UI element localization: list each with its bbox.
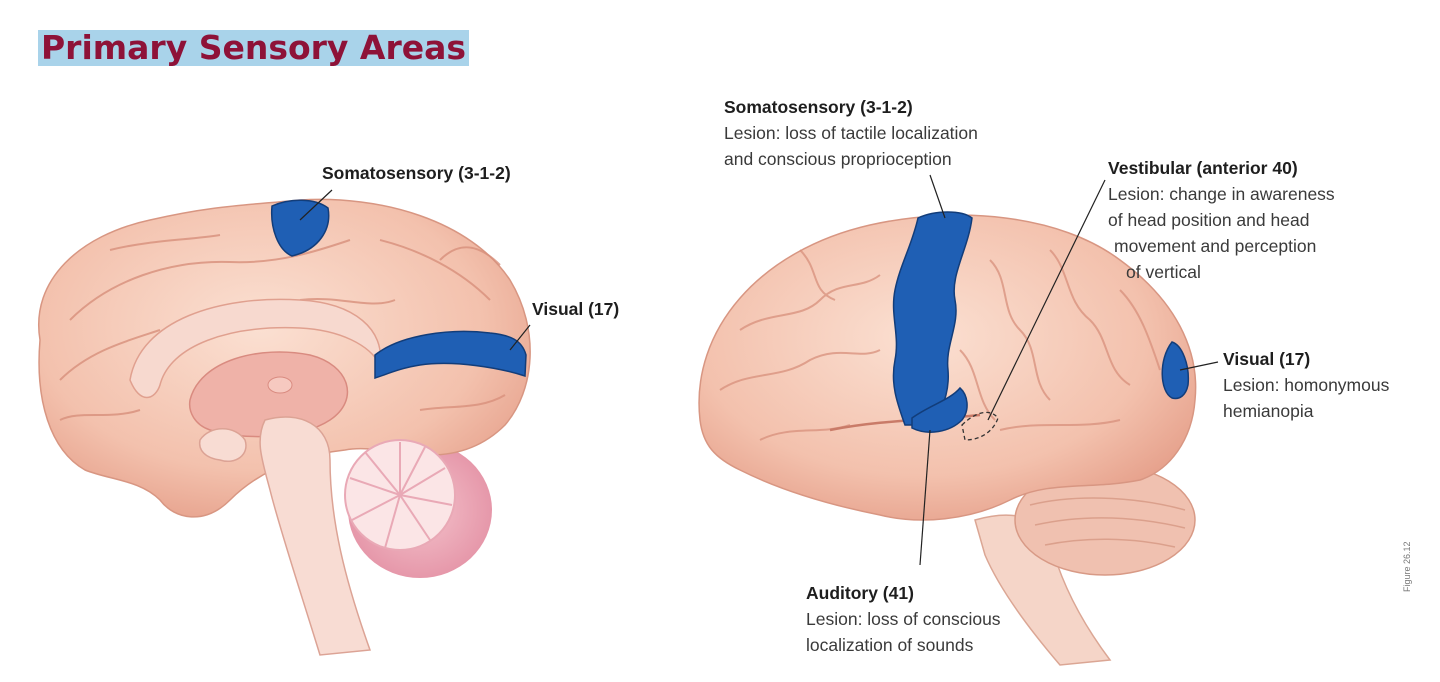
- medial-somatosensory-label: Somatosensory (3-1-2): [322, 163, 511, 183]
- thalamus: [188, 351, 349, 438]
- lateral-vestibular-area: [961, 411, 999, 441]
- figure-number: Figure 26.12: [1402, 541, 1412, 592]
- brainstem: [259, 416, 372, 656]
- lateral-auditory-area: [911, 386, 968, 433]
- medial-somatosensory-area: [270, 199, 330, 257]
- medial-brain: [38, 189, 531, 656]
- medial-visual-label: Visual (17): [532, 299, 620, 319]
- lateral-somatosensory-label: Somatosensory (3-1-2) Lesion: loss of ta…: [724, 97, 978, 169]
- corpus-callosum: [129, 298, 382, 399]
- medial-visual-area: [374, 330, 527, 380]
- lateral-brain: [698, 174, 1219, 666]
- page-title: Primary Sensory Areas: [38, 30, 470, 66]
- lateral-visual-area: [1161, 341, 1190, 400]
- lateral-visual-label: Visual (17) Lesion: homonymous hemianopi…: [1223, 349, 1390, 421]
- lateral-vestibular-label: Vestibular (anterior 40) Lesion: change …: [1108, 158, 1335, 282]
- lateral-auditory-label: Auditory (41) Lesion: loss of conscious …: [806, 583, 1001, 655]
